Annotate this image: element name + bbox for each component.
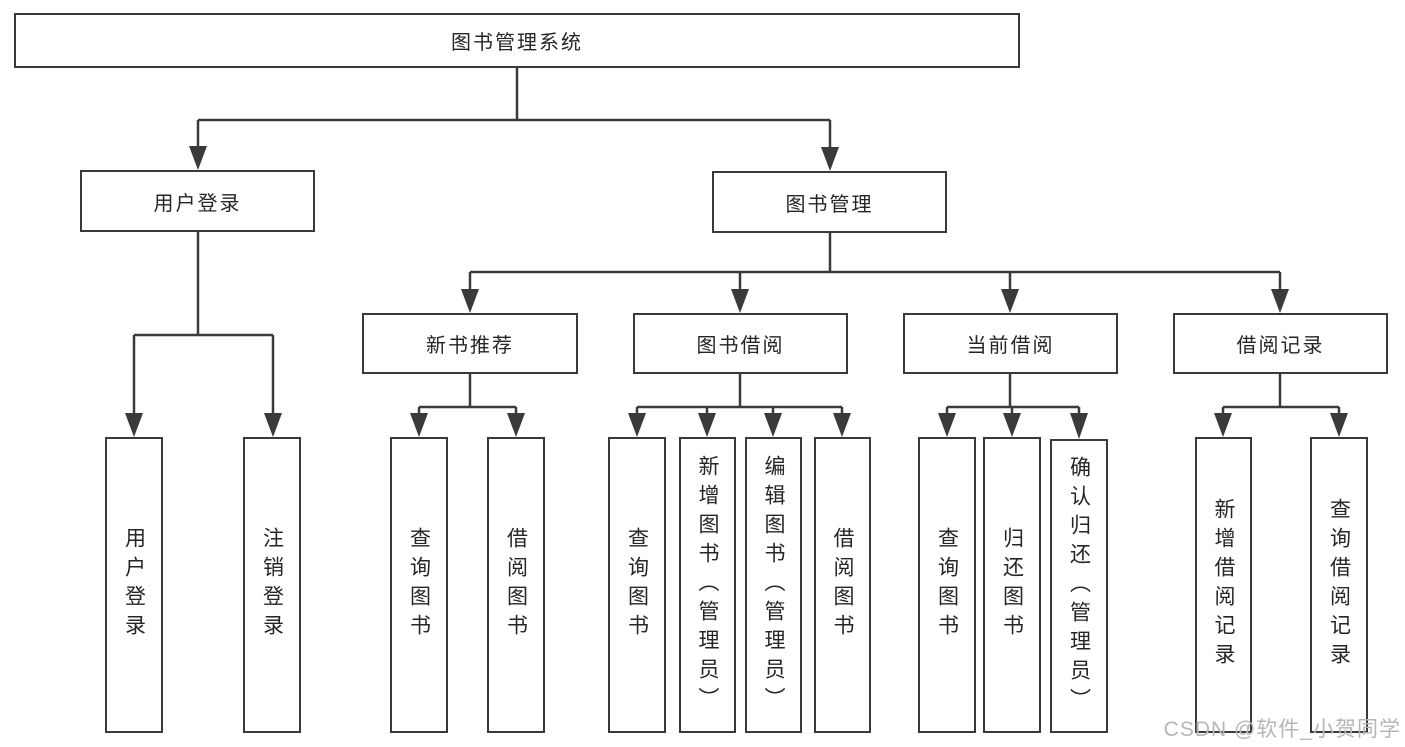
node-label: 新书推荐	[426, 335, 514, 357]
node-label: 图书管理系统	[451, 32, 583, 54]
leaf-edit-book-admin: 编辑图书（管理员）	[745, 437, 802, 733]
leaf-query-books-current: 查询图书	[918, 437, 976, 733]
leaf-query-books-borrow: 查询图书	[608, 437, 666, 733]
node-label: 新增借阅记录	[1212, 498, 1235, 672]
leaf-add-book-admin: 新增图书（管理员）	[679, 437, 736, 733]
node-label: 图书管理	[785, 193, 874, 216]
node-label: 注销登录	[260, 527, 284, 643]
leaf-borrow-books-recommend: 借阅图书	[487, 437, 545, 733]
node-current-borrow: 当前借阅	[903, 313, 1118, 374]
node-label: 借阅图书	[831, 527, 854, 643]
leaf-borrow-books: 借阅图书	[814, 437, 871, 733]
leaf-add-borrow-record: 新增借阅记录	[1195, 437, 1252, 733]
node-new-book-recommend: 新书推荐	[362, 313, 578, 374]
leaf-confirm-return-admin: 确认归还（管理员）	[1050, 439, 1108, 733]
node-library-management-system: 图书管理系统	[14, 13, 1020, 68]
node-label: 确认归还（管理员）	[1067, 455, 1091, 717]
leaf-query-books-recommend: 查询图书	[390, 437, 448, 733]
leaf-logout: 注销登录	[243, 437, 301, 733]
node-label: 图书借阅	[696, 335, 785, 357]
node-label: 查询图书	[625, 527, 649, 643]
node-label: 当前借阅	[966, 335, 1055, 357]
node-book-management: 图书管理	[712, 171, 947, 233]
node-label: 查询图书	[407, 527, 431, 643]
node-label: 编辑图书（管理员）	[762, 454, 785, 716]
node-label: 归还图书	[1000, 527, 1024, 643]
node-label: 用户登录	[153, 192, 242, 215]
csdn-watermark: CSDN @软件_小贺同学	[1163, 718, 1401, 741]
node-label: 新增图书（管理员）	[696, 454, 719, 716]
node-label: 借阅图书	[504, 527, 528, 643]
node-label: 借阅记录	[1236, 335, 1325, 357]
leaf-user-login: 用户登录	[105, 437, 163, 733]
node-user-login: 用户登录	[80, 170, 315, 232]
node-borrow-records: 借阅记录	[1173, 313, 1388, 374]
node-label: 查询借阅记录	[1327, 498, 1351, 672]
leaf-query-borrow-record: 查询借阅记录	[1310, 437, 1368, 733]
node-label: 用户登录	[122, 527, 146, 643]
node-book-borrow: 图书借阅	[633, 313, 848, 374]
leaf-return-book: 归还图书	[983, 437, 1041, 733]
node-label: 查询图书	[935, 527, 959, 643]
